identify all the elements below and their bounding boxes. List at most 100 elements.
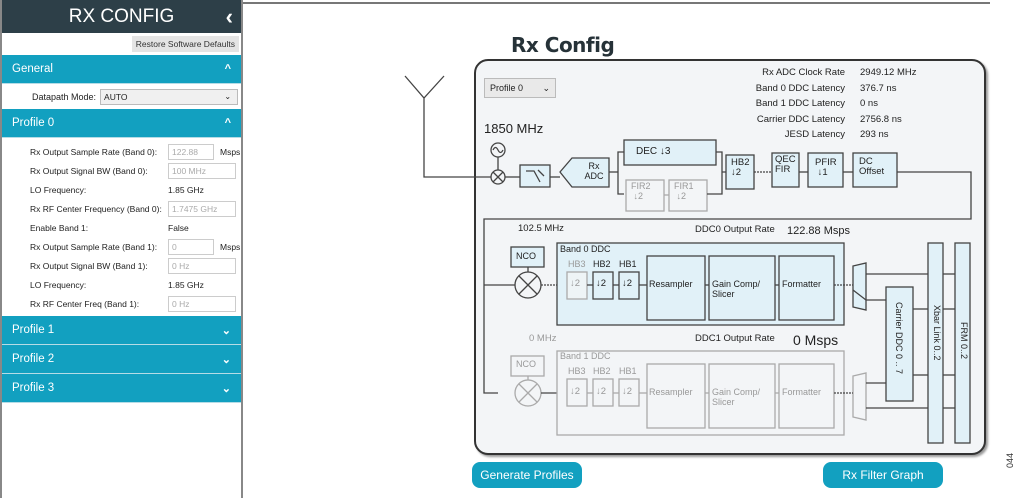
lo-frequency: 1850 MHz [484,121,544,136]
field-input[interactable]: 100 MHz [168,162,236,179]
profile0-row: Rx Output Signal BW (Band 1): 0 Hz [2,256,241,275]
field-value: 1.85 GHz [168,279,204,290]
band1-gain-label: Gain Comp/ Slicer [712,387,761,407]
dc-offset-label: DC Offset [859,156,885,178]
chevron-left-icon[interactable]: ‹ [225,4,233,29]
band1-formatter-label: Formatter [782,387,822,397]
xbar-link-block [927,242,944,444]
field-input[interactable]: 0 Hz [168,295,236,312]
section-profile2-header[interactable]: Profile 2⌄ [2,345,241,374]
carrier-ddc-label: Carrier DDC 0 .. 7 [894,302,904,375]
band1-hb2-label: HB2 [593,366,611,376]
xbar-link-label: Xbar Link 0..2 [932,305,942,361]
latency-key: Rx ADC Clock Rate [762,67,845,78]
field-input[interactable]: 1.7475 GHz [168,200,236,217]
section-profile1-header[interactable]: Profile 1 ⌄ [2,316,241,345]
band1-hb2-factor: ↓2 [596,386,607,397]
band1-nco-freq: 0 MHz [529,333,557,344]
generate-profiles-button[interactable]: Generate Profiles [472,462,582,488]
dec-label: DEC ↓3 [636,146,671,157]
chevron-up-icon: ^ [224,117,231,129]
latency-key: JESD Latency [784,129,845,140]
band0-hb3-label: HB3 [568,259,586,269]
section-profile3-header[interactable]: Profile 3 ⌄ [2,374,241,403]
profile0-row: Rx RF Center Freq (Band 1):0 Hz [2,294,241,313]
band0-nco-freq: 102.5 MHz [518,223,564,234]
hb2-block [725,154,755,190]
dc-offset-block [852,152,898,188]
profile-select-value: Profile 0 [490,83,524,93]
section-general-label: General [12,63,53,75]
band0-output-rate-label: DDC0 Output Rate [695,224,775,235]
section-profile0-header[interactable]: Profile 0 ^ [2,109,241,138]
qec-fir-label: QEC FIR [775,154,796,176]
sidebar: RX CONFIG ‹ Restore Software Defaults Ge… [0,0,243,498]
band1-gain [708,363,776,429]
profile-select[interactable]: Profile 0 ⌄ [484,78,556,98]
fir1-block [668,179,708,212]
latency-value: 2756.8 ns [860,113,902,125]
profile0-row: Enable Band 1:False [2,218,241,237]
dec-block [623,139,717,166]
band0-hb1-label: HB1 [619,259,637,269]
profile0-row: Rx Output Signal BW (Band 0):100 MHz [2,161,241,180]
field-input[interactable]: 0 [168,238,214,255]
profile0-row: LO Frequency:1.85 GHz [2,275,241,294]
band0-gain [708,255,776,321]
latency-row: Rx ADC Clock Rate 2949.12 MHz [730,67,917,83]
antenna-icon [404,75,498,178]
nco1-label: NCO [516,359,536,369]
band0-resampler [646,255,706,321]
section-label: Profile 2 [12,353,55,365]
chevron-down-icon: ⌄ [221,382,231,395]
field-input[interactable]: 122.88 [168,143,214,160]
band0-hb2-label: HB2 [593,259,611,269]
top-divider [243,2,990,4]
rx-adc-label: Rx ADC [584,161,604,181]
frm-label: FRM 0..2 [959,322,969,360]
datapath-mode-select[interactable]: AUTO ⌄ [100,88,239,105]
field-label: Rx Output Sample Rate (Band 1): [30,241,158,252]
field-input[interactable]: 0 Hz [168,257,236,274]
fir1-label: FIR1 ↓2 [674,181,694,201]
field-label: Rx RF Center Frequency (Band 0): [30,203,162,214]
pfir-label: PFIR ↓1 [815,157,837,179]
datapath-mode-label: Datapath Mode: [32,91,97,102]
band1-output-rate: 0 Msps [793,332,839,348]
carrier-ddc-block [885,286,914,402]
band1-mux [852,372,867,421]
figure-id: 044 [1005,452,1015,468]
chevron-up-icon: ^ [224,63,231,75]
field-unit: Msps [220,146,241,157]
restore-defaults-button[interactable]: Restore Software Defaults [131,36,239,52]
fir2-block [625,179,665,212]
band0-formatter-label: Formatter [782,279,822,289]
section-label: Profile 1 [12,324,55,336]
band1-title: Band 1 DDC [560,351,611,361]
rx-filter-graph-button[interactable]: Rx Filter Graph [823,462,943,488]
latency-value: 2949.12 MHz [860,67,917,78]
qec-fir-block [771,152,800,188]
field-label: Rx Output Signal BW (Band 1): [30,260,148,271]
field-label: LO Frequency: [30,184,87,195]
chevron-down-icon: ⌄ [221,324,231,337]
band0-hb2-factor: ↓2 [596,278,607,289]
latency-key: Band 1 DDC Latency [755,98,845,109]
band0-mux [852,262,867,311]
field-value: False [168,222,189,233]
sidebar-title: RX CONFIG [68,5,175,27]
section-general-header[interactable]: General ^ [2,55,241,84]
page-title: Rx Config [511,33,615,57]
band1-hb1-factor: ↓2 [622,386,633,397]
profile0-row: Rx RF Center Frequency (Band 0): 1.7475 G… [2,199,241,218]
latency-key: Band 0 DDC Latency [755,82,845,94]
section-profile0-label: Profile 0 [12,117,55,129]
section-label: Profile 3 [12,382,55,394]
band1-formatter [778,363,835,429]
chevron-down-icon: ⌄ [542,82,550,93]
